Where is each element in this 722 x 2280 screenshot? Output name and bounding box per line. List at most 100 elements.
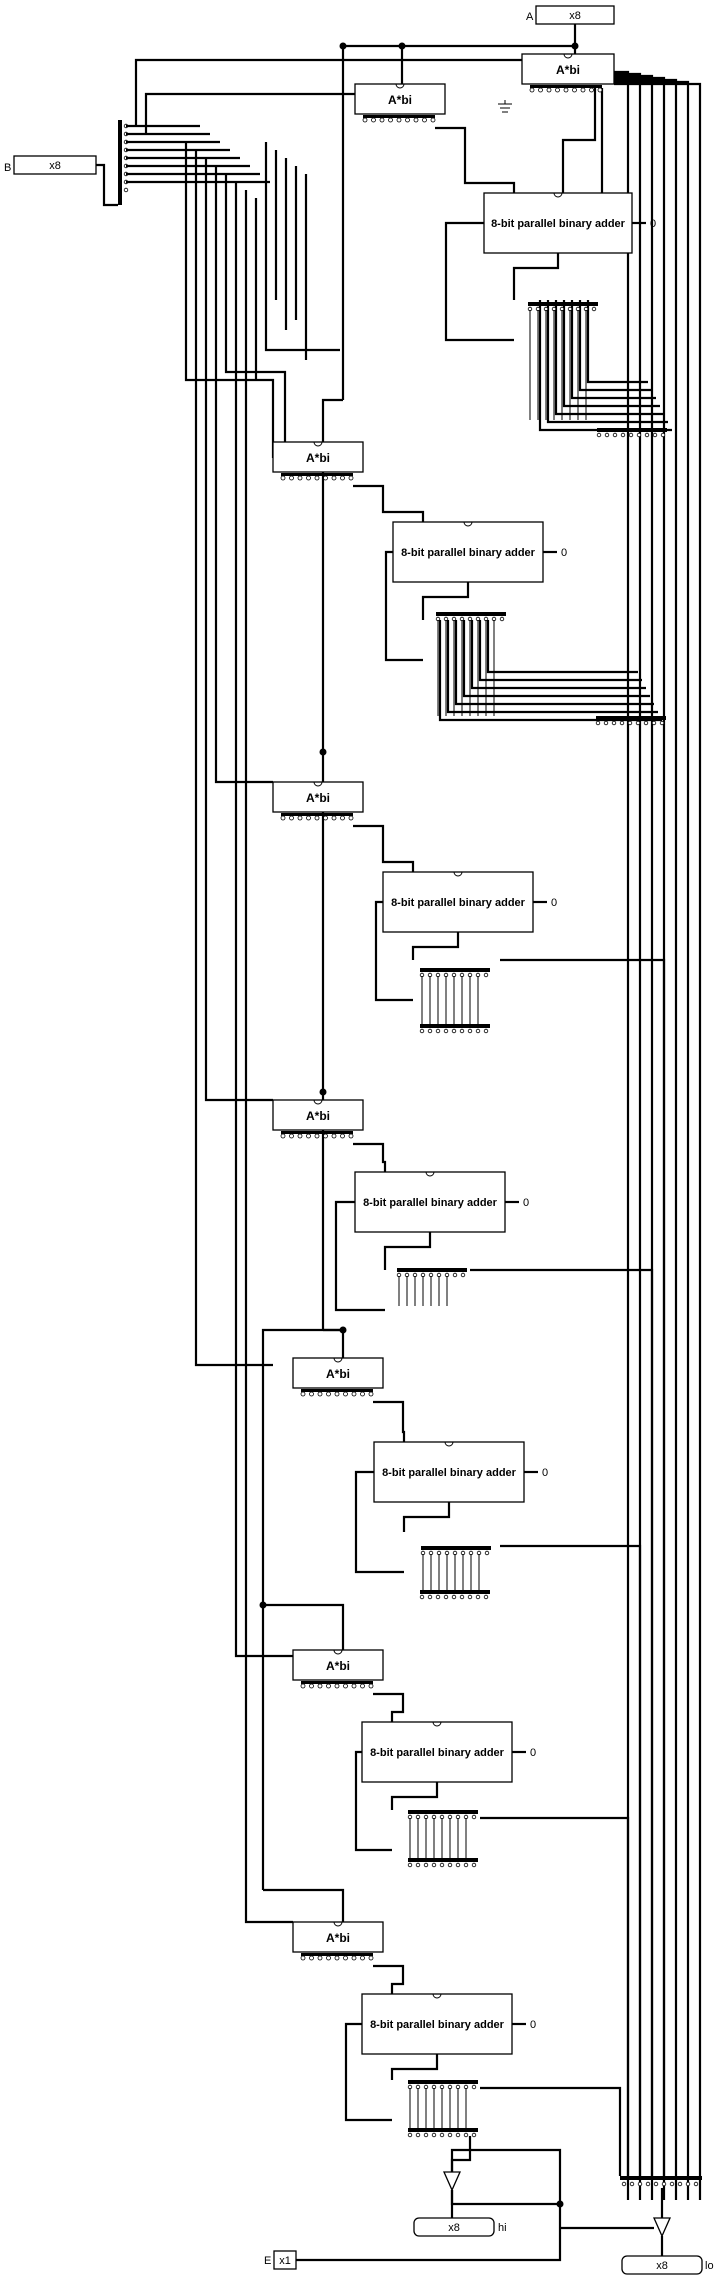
adder-block[interactable] [361,1721,513,1783]
input-a-box[interactable] [535,5,615,25]
output-hi-box[interactable] [413,2217,495,2237]
and-block-pin [314,475,320,481]
wire [478,620,642,682]
and-block[interactable] [272,1099,364,1131]
bus-pin [427,1028,433,1034]
wire [334,1200,385,1312]
input-a[interactable]: A x8 [526,5,615,25]
and-block[interactable] [292,1357,384,1389]
lo-merger-pin [669,2181,675,2187]
and-block-pin [306,1133,311,1139]
adder-block-label: 8-bit parallel binary adder [491,218,626,230]
input-e-box[interactable] [273,2250,297,2270]
adder-block[interactable] [361,1993,513,2055]
input-b-box[interactable] [13,155,97,175]
and-block-pin [334,1955,340,1961]
wire [353,484,425,522]
bus-pin [459,1594,465,1600]
wire [374,900,413,1002]
wire [450,2190,560,2206]
and-block-pin [280,1133,286,1139]
wire [402,1502,451,1532]
output-lo-label: lo [705,2260,714,2272]
and-block[interactable] [272,781,364,813]
bus-pin [415,2132,421,2138]
lo-merger-pin [661,2181,667,2187]
and-block-notch [313,1099,323,1105]
wire [421,582,470,620]
wire [554,300,664,416]
bus-pin [435,1594,441,1600]
output-lo-box[interactable] [621,2255,703,2275]
adder-block-label: 8-bit parallel binary adder [363,1197,498,1209]
wire [373,1400,406,1442]
bus-pin [451,1028,457,1034]
wire [570,300,656,400]
bus-splitter [408,2128,478,2132]
and-block-pin [589,87,594,93]
bus-pin [591,306,597,312]
bus-pin [467,1028,473,1034]
wire [462,620,650,698]
and-block-pin [297,475,303,481]
bus-splitter [408,1810,478,1814]
bus-pin [415,1862,421,1868]
bus-pin [419,1028,425,1034]
adder-block[interactable] [382,871,534,933]
input-b[interactable]: B x8 [4,155,97,175]
and-block-pin [362,117,368,123]
output-hi-label: hi [498,2222,507,2234]
bus-pin [635,720,641,726]
and-block[interactable] [292,1921,384,1953]
bus-pin [603,720,609,726]
and-block-pin [343,1391,348,1397]
and-block-notch [333,1649,343,1655]
and-block[interactable] [521,53,615,85]
and-block-pin [340,1133,345,1139]
bus-splitter [420,968,490,972]
bus-splitter [436,612,506,616]
wire [134,58,523,126]
lo-merger-pin [677,2181,683,2187]
adder-block-label: 8-bit parallel binary adder [370,2019,505,2031]
output-lo[interactable]: x8 lo [621,2255,714,2275]
and-block-pin [360,1683,365,1689]
wire [296,2204,562,2262]
and-block-bar [301,1953,373,1956]
and-block-pin [360,1391,365,1397]
and-block-bar [281,473,353,476]
bus-pin [499,616,505,622]
and-block-pin [368,1391,374,1397]
ground-icon [498,100,512,113]
and-block[interactable] [272,441,364,473]
wire [354,1750,392,1852]
bus-pin [484,1550,490,1556]
output-hi[interactable]: x8 hi [413,2217,507,2237]
and-block-pin [331,815,337,821]
carry-in-constant: 0 [530,1747,536,1759]
and-block-pin [334,1391,340,1397]
bus-pin [636,432,642,438]
wire [354,1470,404,1574]
bus-splitter [528,302,598,306]
carry-in-constant: 0 [523,1197,529,1209]
bus-pin [451,1594,457,1600]
and-block-notch [333,1357,343,1363]
wire [244,190,293,1924]
lo-merger-pin [693,2181,699,2187]
adder-block[interactable] [354,1171,506,1233]
and-block-pin [306,815,311,821]
and-block-label: A*bi [326,1659,350,1673]
and-block-pin [343,1683,348,1689]
and-block[interactable] [354,83,446,115]
bus-pin [471,1814,477,1820]
adder-block[interactable] [483,192,633,254]
and-block-pin [538,87,543,93]
lo-merger-pin [621,2181,627,2187]
wire [470,1268,654,2176]
carry-in-constant: 0 [542,1467,548,1479]
input-e[interactable]: E x1 [264,2250,297,2270]
adder-block[interactable] [373,1441,525,1503]
bus-pin [463,1862,469,1868]
and-block[interactable] [292,1649,384,1681]
